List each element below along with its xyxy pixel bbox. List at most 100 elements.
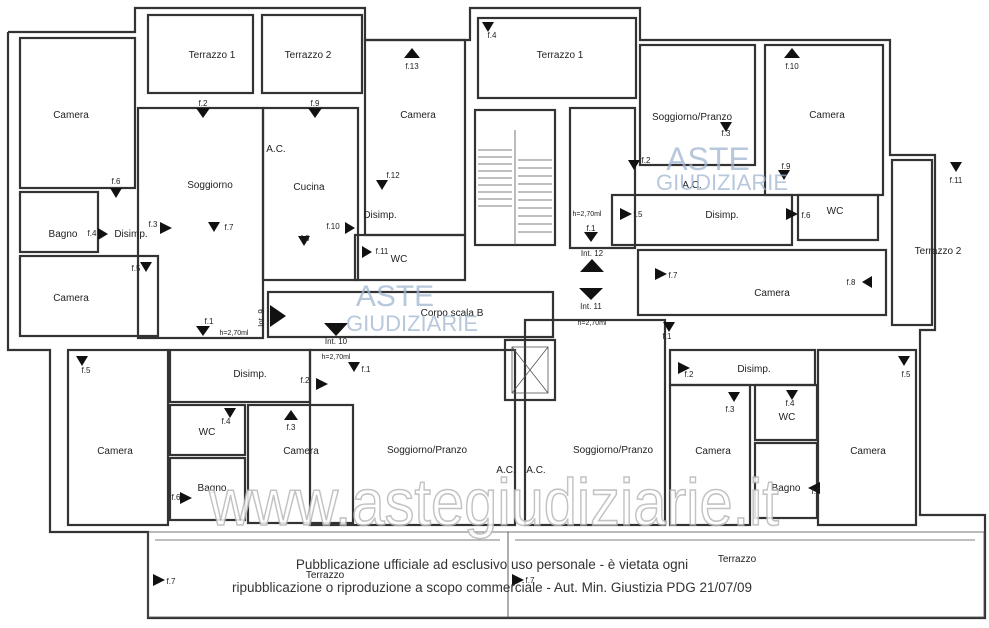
unit-triangle-icon	[270, 305, 286, 327]
room-label-soggiorno-pranzo: Soggiorno/Pranzo	[387, 445, 467, 456]
room-label-terrazzo: Terrazzo	[718, 554, 757, 565]
publication-notice: Pubblicazione ufficiale ad esclusivo uso…	[232, 557, 752, 595]
photo-marker: f.7	[208, 222, 234, 232]
svg-text:f.13: f.13	[405, 62, 419, 71]
photo-marker: f.6	[786, 208, 811, 220]
room-label-disimp: Disimp.	[737, 364, 770, 375]
photo-marker: f.2	[301, 376, 328, 390]
svg-text:f.5: f.5	[82, 366, 91, 375]
photo-marker: f.5	[620, 208, 643, 220]
svg-text:f.8: f.8	[847, 278, 856, 287]
svg-text:f.9: f.9	[782, 162, 791, 171]
unit-markers: Int. 9 Int. 10 Int. 11 Int. 12	[257, 249, 604, 346]
room-label-bagno: Bagno	[772, 483, 801, 494]
camera-view-icon	[298, 236, 310, 246]
camera-view-icon	[898, 356, 910, 366]
svg-text:f.5: f.5	[902, 370, 911, 379]
svg-text:f.1: f.1	[587, 224, 596, 233]
room-label-disimp: Disimp.	[114, 229, 147, 240]
room-labels: Camera Terrazzo 1 Terrazzo 2 Camera Terr…	[49, 50, 962, 581]
svg-text:f.5: f.5	[634, 210, 643, 219]
photo-marker: f.7	[655, 268, 678, 280]
photo-marker: f.10	[784, 48, 800, 71]
notice-line: ripubblicazione o riproduzione a scopo c…	[232, 580, 752, 595]
camera-view-icon	[110, 188, 122, 198]
room-label-wc: WC	[779, 412, 796, 423]
height-label: h=2,70ml	[578, 320, 607, 327]
camera-view-icon	[655, 268, 667, 280]
height-label: h=2,70ml	[220, 330, 249, 337]
photo-marker: f.5	[76, 356, 91, 375]
unit-label: Int. 12	[581, 249, 604, 258]
svg-text:f.3: f.3	[722, 129, 731, 138]
svg-text:f.11: f.11	[376, 247, 389, 256]
camera-view-icon	[308, 108, 322, 118]
unit-label: Int. 11	[580, 302, 602, 311]
camera-view-icon	[348, 362, 360, 372]
photo-marker: f.7	[153, 574, 176, 586]
svg-text:f.6: f.6	[172, 493, 181, 502]
room-label-camera: Camera	[400, 110, 436, 121]
lift-shaft	[511, 346, 549, 394]
svg-text:f.6: f.6	[812, 487, 821, 496]
photo-marker: f.1	[196, 317, 214, 336]
room-label-wc: WC	[391, 254, 408, 265]
room-label-ac: A.C.	[266, 144, 285, 155]
svg-text:f.4: f.4	[786, 399, 795, 408]
svg-text:f.3: f.3	[726, 405, 735, 414]
photo-marker: f.2	[628, 156, 651, 170]
room-label-ac: A.C.	[682, 180, 701, 191]
watermark-logo: ASTE GIUDIZIARIE	[656, 141, 788, 195]
photo-marker: f.6	[808, 482, 821, 496]
watermark-logo-text: GIUDIZIARIE	[656, 170, 788, 195]
room-label-camera: Camera	[283, 446, 319, 457]
room-label-bagno: Bagno	[198, 483, 227, 494]
photo-marker: f.2	[678, 362, 694, 379]
photo-marker: f.3	[284, 410, 298, 432]
svg-text:f.6: f.6	[802, 211, 811, 220]
unit-triangle-icon	[579, 288, 603, 300]
svg-text:f.4: f.4	[222, 417, 231, 426]
svg-text:f.5: f.5	[132, 264, 141, 273]
walls	[6, 6, 987, 620]
photo-marker: f.1	[663, 322, 675, 341]
camera-view-icon	[950, 162, 962, 172]
height-label: h=2,70ml	[322, 354, 351, 361]
camera-view-icon	[786, 390, 798, 400]
svg-text:f.4: f.4	[488, 31, 497, 40]
room-label-camera: Camera	[695, 446, 731, 457]
photo-marker: f.11	[362, 246, 389, 258]
camera-view-icon	[284, 410, 298, 420]
camera-view-icon	[160, 222, 172, 234]
room-label-disimp: Disimp.	[233, 369, 266, 380]
camera-view-icon	[808, 482, 820, 494]
svg-text:f.10: f.10	[785, 62, 799, 71]
svg-text:f.6: f.6	[112, 177, 121, 186]
unit-triangle-icon	[580, 259, 604, 272]
photo-marker: f.6	[110, 177, 122, 198]
room-label-camera: Camera	[754, 288, 790, 299]
camera-view-icon	[208, 222, 220, 232]
camera-view-icon	[140, 262, 152, 272]
svg-text:f.8: f.8	[301, 234, 310, 243]
room-label-terrazzo: Terrazzo 1	[537, 50, 584, 61]
camera-view-icon	[720, 122, 732, 132]
room-label-ac: A.C.	[526, 465, 545, 476]
camera-view-icon	[628, 160, 640, 170]
photo-marker: f.4	[88, 228, 108, 240]
height-label: h=2,70ml	[573, 211, 602, 218]
photo-marker: f.4	[786, 390, 798, 408]
photo-marker: f.1	[348, 362, 371, 374]
unit-label: Int. 9	[257, 309, 266, 327]
camera-view-icon	[196, 326, 210, 336]
watermark-logo: ASTE GIUDIZIARIE	[346, 280, 478, 336]
svg-text:f.3: f.3	[287, 423, 296, 432]
svg-text:f.2: f.2	[199, 99, 208, 108]
camera-view-icon	[584, 232, 598, 242]
photo-markers: f.2 f.9 f.13 f.4 f.10 f.3 f.2 f.9 f.11 f…	[76, 22, 963, 586]
photo-marker: f.1	[584, 224, 598, 242]
photo-marker: f.6	[172, 492, 192, 504]
svg-text:f.7: f.7	[225, 223, 234, 232]
photo-marker: f.4	[482, 22, 497, 40]
room-label-camera: Camera	[53, 110, 89, 121]
